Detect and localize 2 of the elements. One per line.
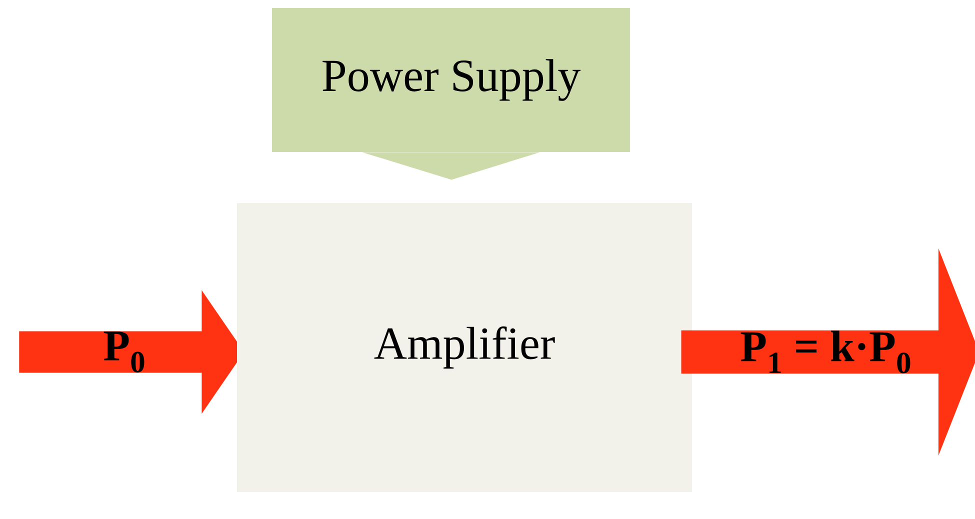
amplifier-box: Amplifier: [237, 203, 692, 492]
arrowhead: [362, 152, 540, 180]
